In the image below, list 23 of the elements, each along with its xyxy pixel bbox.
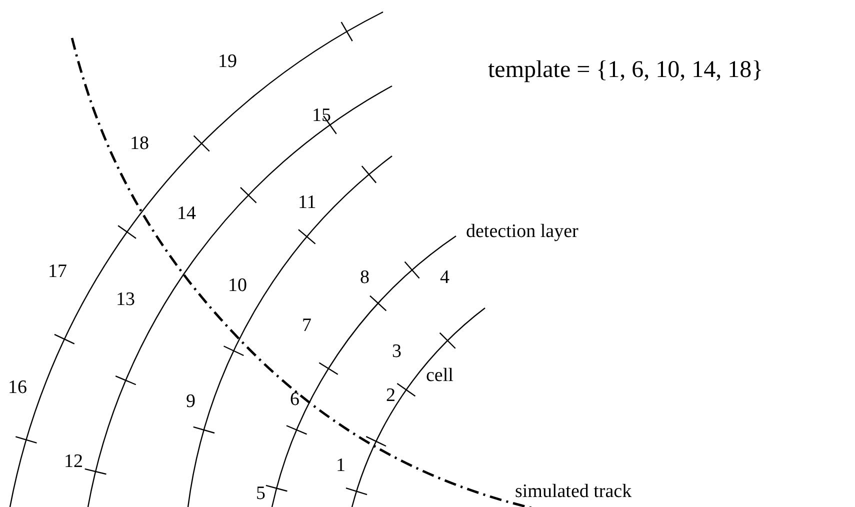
cell-number: 4 [440,268,450,287]
cell-number: 1 [336,456,346,475]
cell-number: 5 [256,484,266,503]
cell-number: 2 [386,386,396,405]
cell-number: 6 [290,390,300,409]
cell-number: 16 [8,378,27,397]
cell-number: 9 [186,392,196,411]
cell-number: 11 [298,193,316,212]
cell-number: 12 [64,452,83,471]
cell-label: cell [426,366,454,385]
template-formula: template = {1, 6, 10, 14, 18} [488,58,764,82]
cell-number: 17 [48,262,67,281]
cell-number: 3 [392,342,402,361]
cell-number: 15 [312,106,331,125]
cell-number: 19 [218,52,237,71]
cell-number: 8 [360,268,370,287]
layer-label: detection layer [466,222,578,241]
cell-number: 18 [130,134,149,153]
cell-number: 14 [177,204,196,223]
cell-number: 10 [228,276,247,295]
cell-number: 7 [302,316,312,335]
track-label: simulated track [515,482,632,501]
cell-number: 13 [116,290,135,309]
